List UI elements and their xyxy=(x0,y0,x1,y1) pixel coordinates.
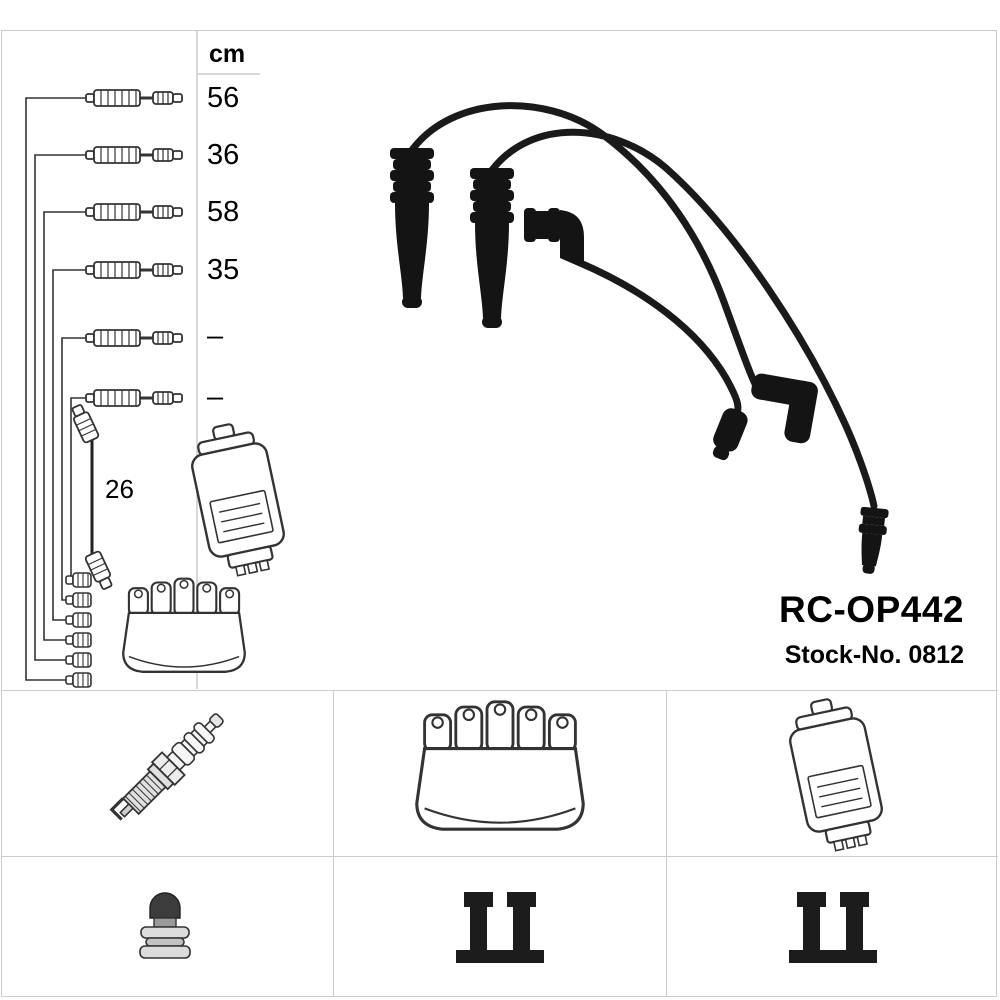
distributor-end-icons xyxy=(65,572,92,688)
coil-cable-drawing xyxy=(68,402,116,592)
spark-plug-boot-icon xyxy=(470,168,514,328)
length-label-2: 36 xyxy=(207,139,240,171)
cable-row-icons xyxy=(84,88,184,408)
ignition-coil-icon xyxy=(781,691,890,857)
distributor-connector-icon xyxy=(789,892,877,963)
spark-plug-icon xyxy=(106,704,233,831)
length-label-5: – xyxy=(207,320,224,352)
straight-boot-icon xyxy=(858,506,889,574)
coil-cable-length-label: 26 xyxy=(105,474,134,504)
elbow-boot-icon xyxy=(524,208,584,266)
plug-terminal-nut-icon xyxy=(139,892,191,959)
connector-end-icon xyxy=(712,408,748,461)
length-label-3: 58 xyxy=(207,196,240,228)
length-label-1: 56 xyxy=(207,82,240,114)
image-frame xyxy=(1,30,997,997)
spark-plug-boot-icon xyxy=(390,148,434,308)
grid-line-vertical-1 xyxy=(333,691,334,997)
stock-number: Stock-No. 0812 xyxy=(784,641,964,669)
product-code: RC-OP442 xyxy=(779,589,964,630)
cable-wires xyxy=(408,102,878,510)
distributor-cap-drawing xyxy=(122,577,246,673)
cables-photo xyxy=(390,102,889,574)
bracket-lines xyxy=(25,97,86,681)
distributor-connector-icon xyxy=(456,892,544,963)
distributor-cap-icon xyxy=(415,700,585,831)
ignition-coil-drawing xyxy=(183,416,292,582)
grid-line-horizontal-2 xyxy=(2,856,998,857)
grid-line-horizontal-1 xyxy=(2,690,998,691)
cable-length-diagram xyxy=(25,31,292,689)
unit-label: cm xyxy=(209,40,246,68)
length-label-4: 35 xyxy=(207,254,240,286)
elbow-boot-icon xyxy=(751,373,818,444)
length-label-6: – xyxy=(207,381,224,413)
grid-line-vertical-2 xyxy=(666,691,667,997)
